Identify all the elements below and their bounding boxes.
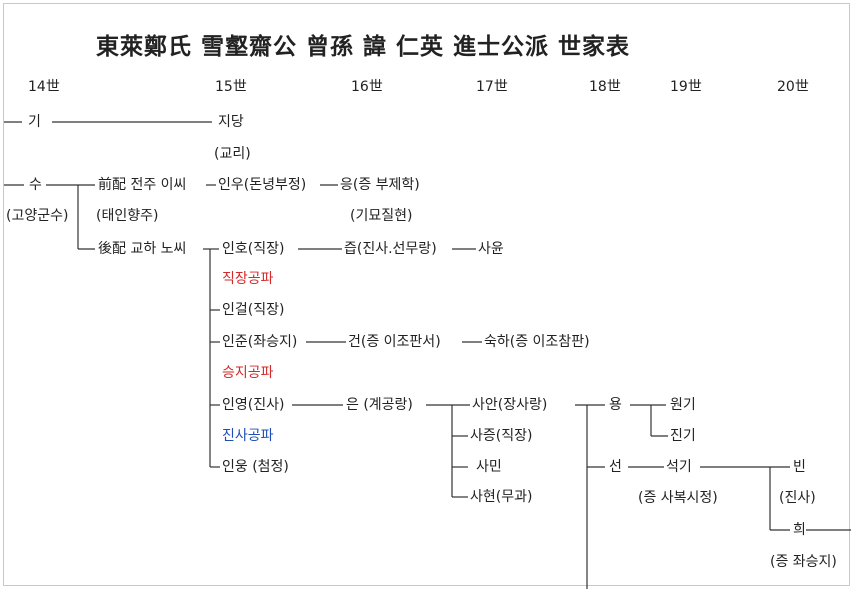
person-jingi: 진기	[670, 428, 696, 444]
chart-frame	[3, 3, 850, 586]
person-inyeong: 인영(진사)	[222, 397, 285, 413]
generation-19: 19世	[670, 79, 702, 95]
note-seokgi: (증 사복시정)	[638, 490, 718, 506]
generation-15: 15世	[215, 79, 247, 95]
person-su: 수	[29, 177, 42, 193]
person-hui: 희	[793, 522, 806, 538]
generation-18: 18世	[589, 79, 621, 95]
person-eun: 은 (계공랑)	[346, 397, 413, 413]
person-seokgi: 석기	[666, 459, 692, 475]
chart-title: 東萊鄭氏 雪壑齋公 曾孫 諱 仁英 進士公派 世家表	[96, 33, 631, 60]
generation-17: 17世	[476, 79, 508, 95]
person-wongi: 원기	[670, 397, 696, 413]
note-eung: (기묘질현)	[350, 208, 413, 224]
person-sayun: 사윤	[478, 241, 504, 257]
generation-14: 14世	[28, 79, 60, 95]
person-inung: 인웅 (첨정)	[222, 459, 289, 475]
person-gi: 기	[28, 114, 41, 130]
generation-20: 20世	[777, 79, 809, 95]
person-inho: 인호(직장)	[222, 241, 285, 257]
person-geon: 건(증 이조판서)	[348, 334, 441, 350]
person-inu: 인우(돈녕부정)	[218, 177, 307, 193]
generation-16: 16世	[351, 79, 383, 95]
branch-seungji: 승지공파	[222, 365, 274, 381]
person-yong: 용	[609, 397, 622, 413]
person-jidang: 지당	[218, 114, 244, 130]
note-spouse-1: (태인향주)	[96, 208, 159, 224]
person-ingeol: 인걸(직장)	[222, 302, 285, 318]
branch-jikjang: 직장공파	[222, 271, 274, 287]
note-jidang: (교리)	[214, 146, 251, 162]
person-saan: 사안(장사랑)	[472, 397, 548, 413]
note-hui: (증 좌승지)	[770, 554, 837, 570]
person-samin: 사민	[476, 459, 502, 475]
person-injun: 인준(좌승지)	[222, 334, 298, 350]
note-su: (고양군수)	[6, 208, 69, 224]
person-sajeung: 사증(직장)	[470, 428, 533, 444]
person-eung: 응(증 부제학)	[340, 177, 420, 193]
person-seon: 선	[609, 459, 622, 475]
spouse-2: 後配 교하 노씨	[98, 241, 187, 257]
spouse-1: 前配 전주 이씨	[98, 177, 187, 193]
person-bin: 빈	[793, 459, 806, 475]
person-sukha: 숙하(증 이조참판)	[484, 334, 590, 350]
person-sahyeon: 사현(무과)	[470, 489, 533, 505]
branch-jinsa: 진사공파	[222, 428, 274, 444]
note-bin: (진사)	[779, 490, 816, 506]
person-jeup: 즙(진사.선무랑)	[344, 241, 437, 257]
